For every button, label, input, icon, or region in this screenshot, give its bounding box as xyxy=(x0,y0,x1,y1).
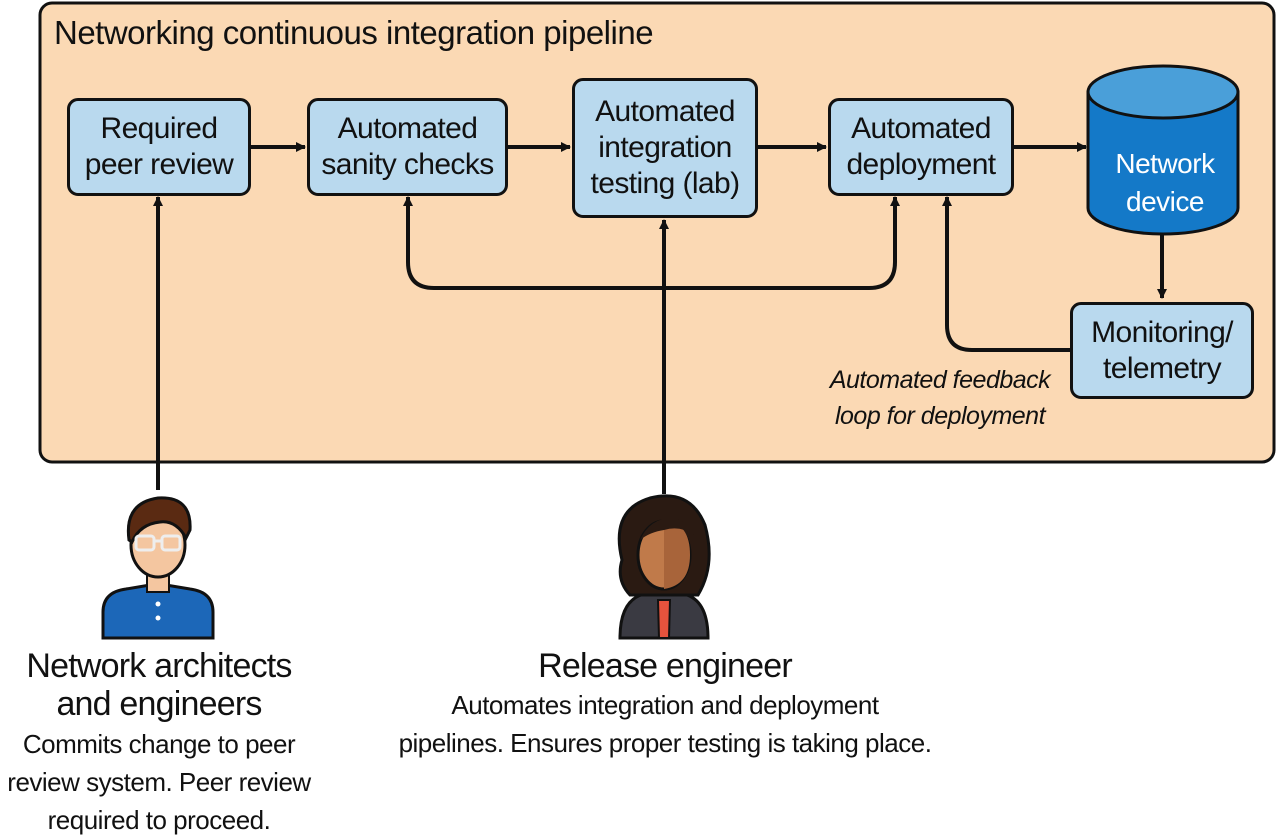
release-engineer-avatar-icon xyxy=(617,494,711,640)
release-engineer-description: Automates integration and deployment pip… xyxy=(398,690,932,758)
arrow-monitoring-feedback xyxy=(942,196,1070,352)
arrow-deploy-to-sanity-loop xyxy=(403,196,897,290)
deployment-label: Automated deployment xyxy=(846,112,996,181)
architects-description: Commits change to peer review system. Pe… xyxy=(7,729,311,835)
flow-arrows xyxy=(153,142,1167,494)
release-engineer-name: Release engineer xyxy=(538,647,793,685)
integration-testing-label: Automated integration testing (lab) xyxy=(590,95,741,200)
monitoring-box: Monitoring/ telemetry xyxy=(1070,302,1254,399)
network-device-icon xyxy=(1086,64,1240,236)
sanity-checks-box: Automated sanity checks xyxy=(307,98,508,196)
pipeline-title: Networking continuous integration pipeli… xyxy=(54,14,654,51)
monitoring-label: Monitoring/ telemetry xyxy=(1091,315,1233,385)
engineer-avatar-icon xyxy=(101,496,215,640)
sanity-checks-label: Automated sanity checks xyxy=(321,112,494,181)
feedback-loop-label: Automated feedback loop for deployment xyxy=(829,366,1051,430)
peer-review-label: Required peer review xyxy=(84,112,234,181)
integration-testing-box: Automated integration testing (lab) xyxy=(572,78,758,218)
deployment-box: Automated deployment xyxy=(828,98,1014,196)
network-device-label: Network device xyxy=(1115,148,1215,217)
architects-name: Network architects and engineers xyxy=(26,647,292,723)
peer-review-box: Required peer review xyxy=(67,98,251,196)
